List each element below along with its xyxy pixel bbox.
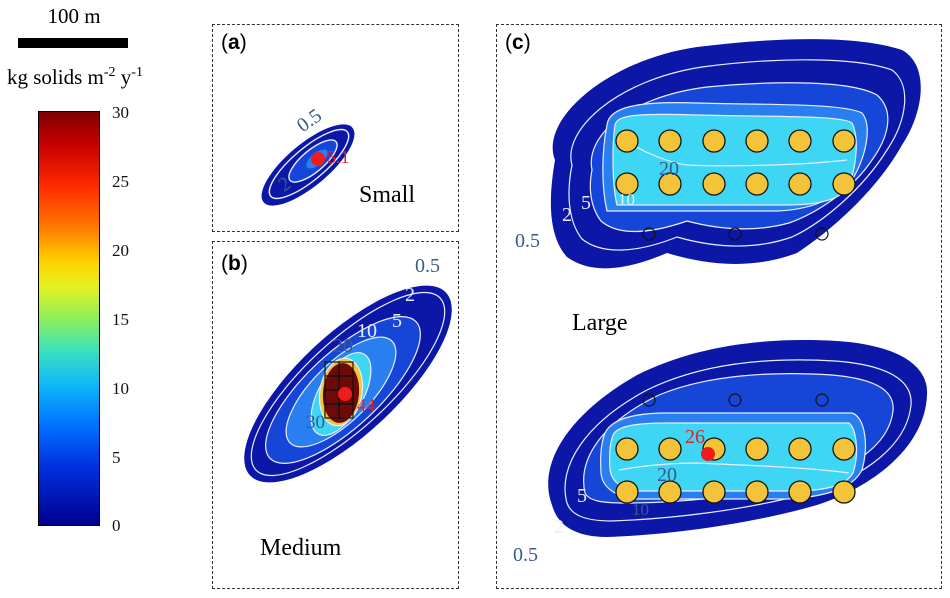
peak-label: 5.1 (327, 147, 350, 167)
bottom-contour-label-5: 5 (577, 485, 587, 507)
bottom-contour-label-10: 10 (632, 500, 649, 519)
bottom-cages (615, 437, 856, 504)
panel-b-tag: (b) (221, 252, 248, 275)
contour-line-0.5 (268, 128, 350, 200)
colorbar-unit-label: kg solids m-2 y-1 (7, 65, 143, 90)
bottom-anchors (642, 393, 829, 407)
panel-c-tag-letter: c (512, 31, 524, 54)
top-contour-label-0.5: 0.5 (515, 230, 540, 252)
panel-b-contour-map: 0.5 2 5 10 20 30 44 (244, 255, 452, 483)
panel-a-contour-map: 0.5 2 5.1 (261, 105, 355, 206)
panel-a: (a) 0.5 2 5.1 Small (212, 24, 459, 232)
top-farm: 0.5 2 5 10 20 (515, 39, 921, 269)
top-anchors (642, 227, 829, 241)
peak-label: 44 (357, 395, 375, 415)
peak-marker (701, 447, 715, 461)
panel-c: (c) 0.5 2 5 10 20 (496, 24, 942, 589)
size-label-small: Small (359, 182, 416, 208)
colorbar-unit-exp2: -1 (131, 65, 143, 80)
top-contour-line-10 (612, 113, 857, 206)
panel-a-tag: (a) (221, 31, 247, 54)
colorbar-tick-0: 0 (112, 516, 121, 535)
bottom-contour-fill-10 (609, 423, 857, 491)
contour-line-20 (318, 357, 364, 427)
contour-label-20: 20 (333, 335, 353, 357)
bottom-contour-label-2: 2 (554, 516, 564, 538)
top-cages (615, 129, 856, 196)
top-contour-line-5 (602, 102, 868, 212)
colorbar-unit-text: kg solids m (7, 65, 104, 89)
top-contour-line-2 (589, 82, 889, 233)
top-contour-fill-10 (612, 114, 857, 205)
colorbar-tick-20: 20 (112, 241, 129, 260)
top-contour-label-20: 20 (659, 158, 679, 180)
contour-line-0.5 (250, 291, 446, 477)
contour-label-5: 5 (392, 310, 402, 332)
colorbar-unit-exp1: -2 (103, 65, 116, 80)
bottom-farm: 26 0.5 2 5 10 20 (513, 340, 928, 566)
panel-b: (b) 0.5 2 5 10 20 30 44 Medium (212, 241, 459, 589)
contour-line-2 (265, 316, 421, 464)
colorbar-tick-5: 5 (112, 448, 121, 467)
bottom-contour-line-10 (609, 422, 858, 492)
scale-bar (18, 38, 128, 48)
colorbar-tick-25: 25 (112, 172, 129, 191)
top-contour-line-20 (618, 136, 848, 167)
peak-label: 26 (685, 426, 705, 448)
size-label-large: Large (572, 310, 628, 336)
bottom-contour-label-0.5: 0.5 (513, 544, 538, 566)
peak-marker (311, 152, 325, 166)
contour-label-2: 2 (405, 284, 415, 306)
contour-line-2 (288, 139, 338, 183)
peak-marker (338, 387, 352, 401)
bottom-contour-line-20 (618, 462, 850, 474)
size-label-medium: Medium (260, 535, 342, 561)
contour-line-5 (285, 336, 397, 448)
panel-c-contour-map: 0.5 2 5 10 20 (513, 39, 928, 566)
colorbar (38, 111, 100, 526)
colorbar-tick-30: 30 (112, 103, 129, 122)
panel-c-tag: (c) (505, 31, 531, 54)
contour-label-10: 10 (357, 320, 377, 342)
colorbar-unit-mid: y (115, 65, 132, 89)
top-contour-label-10: 10 (618, 190, 635, 209)
colorbar-tick-15: 15 (112, 310, 129, 329)
contour-label-0.5: 0.5 (415, 255, 440, 277)
bottom-contour-label-20: 20 (657, 464, 677, 486)
colorbar-tick-10: 10 (112, 379, 129, 398)
panel-b-tag-letter: b (228, 252, 241, 275)
bottom-contour-line-0.5 (564, 359, 912, 522)
top-contour-label-2: 2 (562, 204, 572, 226)
top-contour-line-0.5 (568, 59, 906, 251)
panel-a-tag-letter: a (228, 31, 240, 54)
top-contour-label-5: 5 (581, 192, 591, 214)
contour-label-30: 30 (306, 412, 325, 433)
scale-bar-label: 100 m (47, 4, 101, 28)
bottom-contour-line-2 (583, 373, 894, 504)
